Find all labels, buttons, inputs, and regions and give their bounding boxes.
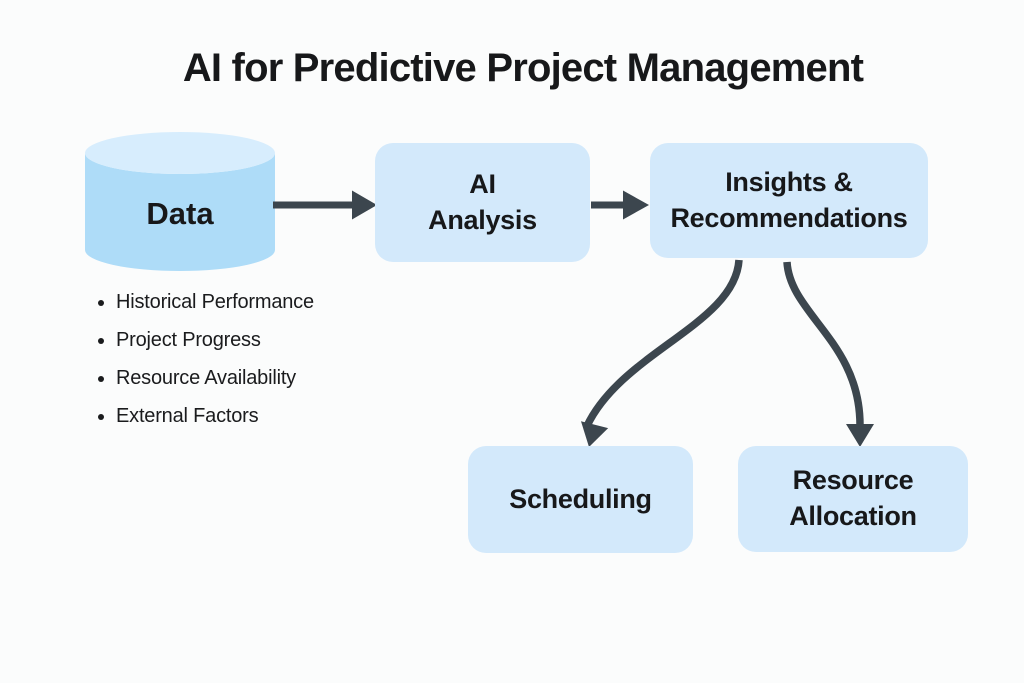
insights-label-line2: Recommendations bbox=[670, 202, 908, 233]
resource-allocation-label-line1: Resource bbox=[792, 465, 914, 496]
database-cylinder-icon bbox=[85, 132, 275, 271]
arrow-insights-to-resource bbox=[783, 261, 874, 447]
list-item: External Factors bbox=[116, 406, 426, 427]
ai-analysis-label-line2: Analysis bbox=[428, 204, 537, 235]
arrow-analysis-to-insights bbox=[591, 190, 649, 220]
scheduling-label: Scheduling bbox=[509, 483, 652, 514]
resource-allocation-label: Resource Allocation bbox=[789, 463, 917, 534]
ai-analysis-node: AI Analysis bbox=[375, 143, 590, 262]
data-inputs-list: Historical Performance Project Progress … bbox=[92, 292, 426, 444]
insights-recommendations-node: Insights & Recommendations bbox=[650, 143, 928, 258]
page-title: AI for Predictive Project Management bbox=[182, 46, 864, 90]
insights-recommendations-label: Insights & Recommendations bbox=[670, 165, 907, 236]
arrow-insights-to-scheduling bbox=[580, 259, 743, 447]
resource-allocation-label-line2: Allocation bbox=[789, 501, 917, 531]
list-item: Project Progress bbox=[116, 330, 426, 351]
insights-label-line1: Insights & bbox=[725, 166, 853, 197]
ai-analysis-label-line1: AI bbox=[469, 168, 496, 199]
list-item: Historical Performance bbox=[116, 292, 426, 313]
arrow-data-to-analysis bbox=[273, 190, 377, 220]
scheduling-node: Scheduling bbox=[468, 446, 693, 553]
ai-analysis-label: AI Analysis bbox=[428, 167, 537, 238]
list-item: Resource Availability bbox=[116, 368, 426, 389]
resource-allocation-node: Resource Allocation bbox=[738, 446, 968, 552]
data-store-label: Data bbox=[146, 196, 214, 231]
